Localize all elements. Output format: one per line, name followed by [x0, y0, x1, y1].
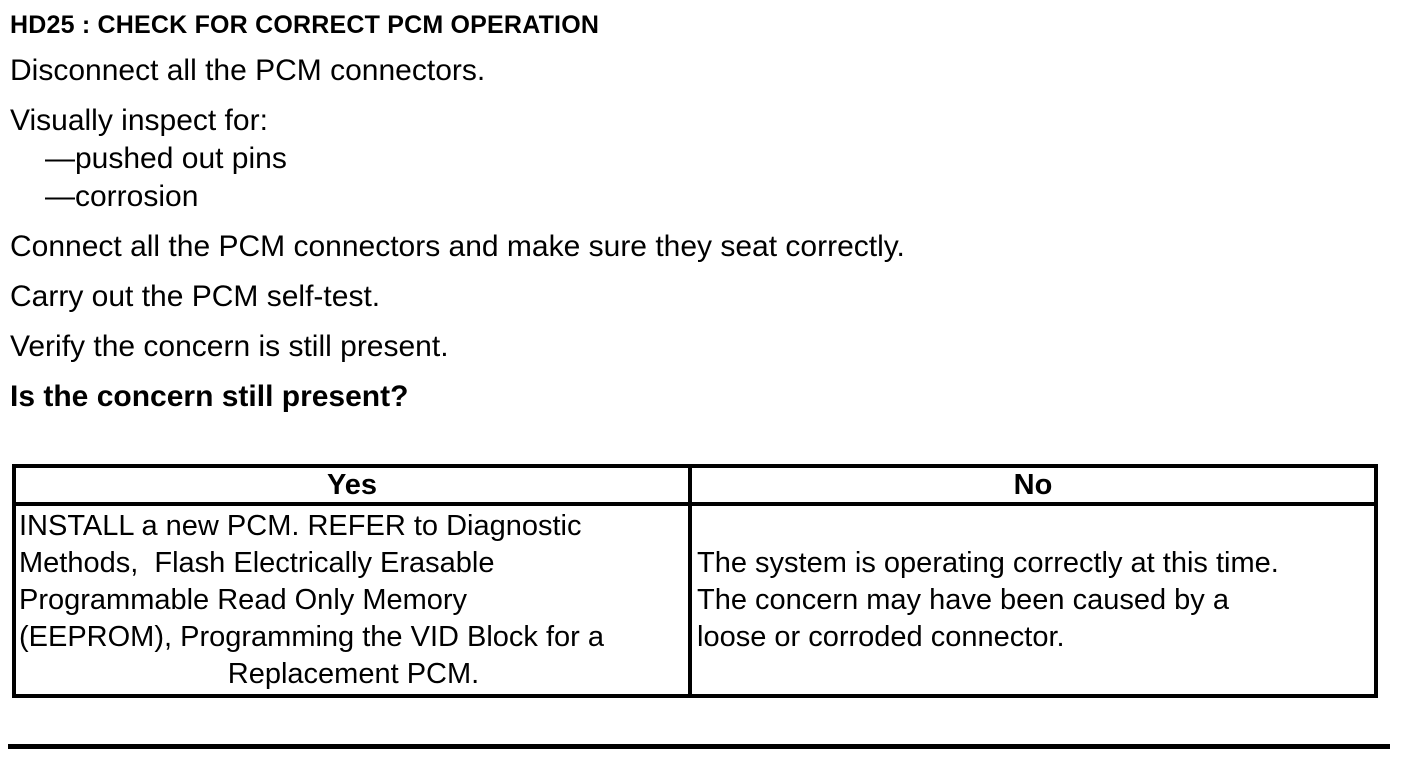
decision-question: Is the concern still present?: [10, 380, 409, 413]
no-action-cell: The system is operating correctly at thi…: [688, 502, 1378, 698]
no-action-line: loose or corroded connector.: [697, 620, 1065, 653]
results-table: Yes No INSTALL a new PCM. REFER to Diagn…: [12, 464, 1378, 698]
no-action-line: The system is operating correctly at thi…: [697, 546, 1279, 579]
no-action-text: The system is operating correctly at thi…: [692, 545, 1374, 656]
visual-inspection-block: Visually inspect for: —pushed out pins —…: [10, 102, 1408, 216]
results-body-row: INSTALL a new PCM. REFER to Diagnostic M…: [12, 502, 1378, 698]
no-column-header: No: [688, 464, 1378, 506]
yes-action-line: Methods, Flash Electrically Erasable: [19, 547, 495, 579]
yes-action-text: INSTALL a new PCM. REFER to Diagnostic M…: [16, 506, 688, 693]
bottom-divider: [8, 744, 1390, 749]
yes-column-header: Yes: [12, 464, 692, 506]
step-verify-concern: Verify the concern is still present.: [10, 330, 449, 363]
step-connect-connectors: Connect all the PCM connectors and make …: [10, 230, 905, 263]
inspect-item-pushed-out-pins: —pushed out pins: [45, 142, 287, 175]
yes-action-line: INSTALL a new PCM. REFER to Diagnostic: [19, 510, 582, 542]
step-disconnect-connectors: Disconnect all the PCM connectors.: [10, 54, 486, 87]
yes-action-line: Replacement PCM.: [227, 658, 480, 690]
yes-action-cell: INSTALL a new PCM. REFER to Diagnostic M…: [12, 502, 692, 698]
inspect-intro: Visually inspect for:: [10, 104, 268, 137]
step-self-test: Carry out the PCM self-test.: [10, 280, 381, 313]
no-action-line: The concern may have been caused by a: [697, 583, 1229, 616]
yes-action-line: (EEPROM), Programming the VID Block for …: [19, 621, 604, 653]
procedure-title: HD25 : CHECK FOR CORRECT PCM OPERATION: [10, 11, 600, 39]
results-header-row: Yes No: [12, 464, 1378, 506]
yes-action-line: Programmable Read Only Memory: [19, 584, 468, 616]
inspect-item-corrosion: —corrosion: [45, 180, 199, 213]
